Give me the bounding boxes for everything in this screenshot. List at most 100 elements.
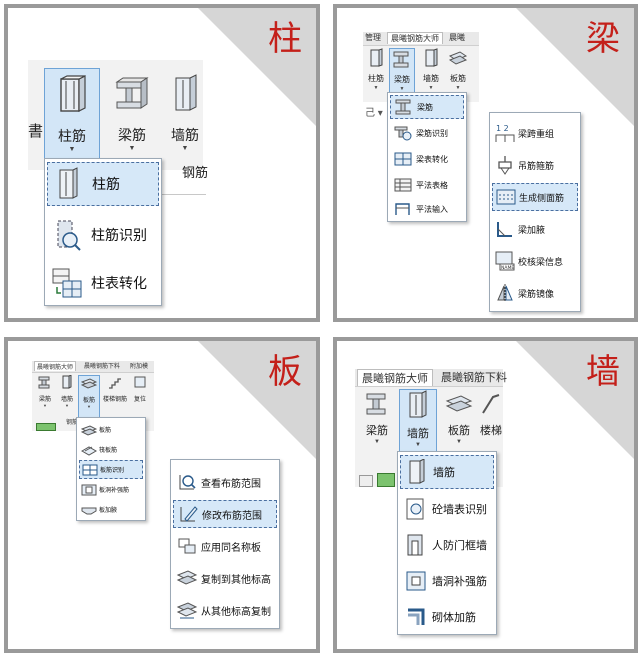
- menu-item-label: 梁筋: [417, 102, 433, 112]
- menu-item-label: 生成侧面筋: [519, 192, 565, 203]
- menu-item-column-rebar[interactable]: 柱筋: [47, 162, 159, 206]
- beam-recognition-icon: [390, 125, 416, 141]
- menu-item-pingfa-input[interactable]: 平法输入: [390, 197, 464, 221]
- menu-item-civil-defense-door-wall[interactable]: 人防门框墙: [400, 528, 494, 562]
- tab-manage[interactable]: 管理: [365, 33, 381, 42]
- menu-item-label: 人防门框墙: [432, 540, 487, 552]
- slab-recognition-icon: [80, 464, 100, 476]
- menu-item-slab-opening-reinforcement[interactable]: 板洞补强筋: [79, 480, 143, 499]
- menu-item-label: 梁筋识别: [416, 128, 448, 138]
- wall-rebar-button[interactable]: 墙筋 ▼: [419, 48, 443, 94]
- tab-chenxi-rebar-master[interactable]: 晨曦钢筋大师: [357, 369, 433, 386]
- menu-item-modify-range[interactable]: 修改布筋范围: [173, 500, 277, 528]
- corner-triangle: [198, 341, 316, 459]
- menu-item-label: 应用同名称板: [201, 542, 261, 554]
- menu-item-label: 板筋识别: [100, 468, 125, 474]
- tab-addon[interactable]: 附加模: [130, 364, 149, 370]
- tab-chenxi-rebar-cutting[interactable]: 晨曦钢筋下料: [441, 372, 507, 384]
- ribbon-tab-bar: 管理 晨曦钢筋大师 晨曦: [363, 32, 479, 46]
- dropdown-caret-icon: ▼: [87, 404, 91, 409]
- slab-icon: [79, 424, 99, 436]
- beam-rebar-button[interactable]: 梁筋 ▼: [389, 48, 415, 98]
- button-label: 梁筋: [38, 397, 51, 403]
- wall-icon: [425, 48, 438, 67]
- menu-item-label: 砼墙表识别: [432, 504, 487, 516]
- button-label: 墙筋: [407, 428, 429, 440]
- button-label: 板筋: [450, 74, 466, 83]
- button-label: 楼梯钢筋: [102, 397, 127, 403]
- reset-button[interactable]: 复位: [129, 375, 151, 415]
- dropdown-caret-icon: ▼: [456, 439, 462, 445]
- table-convert-icon: [390, 151, 416, 167]
- dropdown-caret-icon: ▼: [455, 85, 461, 91]
- dropdown-caret-icon: ▼: [373, 85, 379, 91]
- menu-item-beam-table-convert[interactable]: 梁表转化: [390, 147, 464, 171]
- button-label: 墙筋: [60, 397, 73, 403]
- menu-item-slab-recognition[interactable]: 板筋识别: [79, 460, 143, 479]
- beam-rebar-button[interactable]: 梁筋 ▼: [34, 375, 56, 415]
- opening-icon: [79, 484, 99, 496]
- corner-label: 梁: [586, 19, 620, 59]
- menu-item-check-beam-info[interactable]: NAME 校核梁信息: [492, 247, 578, 275]
- menu-item-concrete-wall-table-recognition[interactable]: 砼墙表识别: [400, 492, 494, 526]
- ribbon-left-char: 書: [28, 123, 44, 140]
- group-label: 钢筋: [182, 165, 209, 180]
- menu-item-generate-side-rebar[interactable]: 生成侧面筋: [492, 183, 578, 211]
- menu-item-beam-mirror[interactable]: 梁筋镜像: [492, 279, 578, 307]
- dropdown-caret-icon: ▼: [43, 403, 47, 408]
- dropdown-caret-icon: ▼: [374, 439, 380, 445]
- stair-button[interactable]: 楼梯: [477, 391, 505, 453]
- column-rebar-label: 柱筋: [58, 128, 86, 144]
- pingfa-table-icon: [390, 177, 416, 193]
- menu-item-copy-to-levels[interactable]: 复制到其他标高: [173, 564, 277, 592]
- menu-item-slab-haunch[interactable]: 板加腋: [79, 500, 143, 519]
- beam-dropdown-menu: 梁筋 梁筋识别 梁表转化 平法表格 平法输入: [387, 92, 467, 222]
- menu-item-pingfa-table[interactable]: 平法表格: [390, 173, 464, 197]
- menu-item-label: 吊筋箍筋: [518, 160, 555, 171]
- menu-item-masonry-reinforcement[interactable]: 砌体加筋: [400, 600, 494, 634]
- panel-slab: 板 晨曦钢筋大师 晨曦钢筋下料 附加模 梁筋 ▼ 墙筋 ▼ 板筋 ▼ 楼梯钢筋: [4, 337, 320, 653]
- wall-rebar-button[interactable]: 墙筋 ▼: [162, 68, 208, 160]
- column-rebar-button[interactable]: 柱筋 ▼: [365, 48, 387, 94]
- menu-item-label: 筏板筋: [99, 448, 118, 454]
- menu-item-label: 复制到其他标高: [201, 574, 271, 586]
- haunch-icon: [492, 219, 518, 239]
- menu-item-beam-rebar[interactable]: 梁筋: [390, 95, 464, 119]
- menu-item-label: 板加腋: [99, 508, 118, 514]
- menu-item-copy-from-levels[interactable]: 从其他标高复制: [173, 596, 277, 624]
- menu-item-beam-recognition[interactable]: 梁筋识别: [390, 121, 464, 145]
- slab-rebar-button[interactable]: 板筋 ▼: [78, 375, 100, 419]
- menu-item-column-recognition[interactable]: 柱筋识别: [47, 213, 159, 257]
- apply-same-name-icon: [173, 535, 201, 557]
- menu-item-span-regroup[interactable]: 1 2 梁跨重组: [492, 119, 578, 147]
- menu-item-hanger-stirrup[interactable]: 吊筋箍筋: [492, 151, 578, 179]
- dropdown-caret-icon: ▼: [68, 146, 76, 153]
- beam-rebar-button[interactable]: 梁筋 ▼: [359, 391, 395, 453]
- beam-rebar-button[interactable]: 梁筋 ▼: [106, 68, 158, 160]
- menu-item-view-range[interactable]: 查看布筋范围: [173, 468, 277, 496]
- column-rebar-button[interactable]: 柱筋 ▼: [44, 68, 100, 160]
- menu-item-wall-opening-reinforcement[interactable]: 墙洞补强筋: [400, 564, 494, 598]
- tab-chenxi-rebar-cutting[interactable]: 晨曦钢筋下料: [84, 364, 121, 370]
- slab-rebar-button[interactable]: 板筋 ▼: [441, 391, 477, 453]
- slab-icon: [445, 395, 473, 412]
- tab-chenxi-rebar-master[interactable]: 晨曦钢筋大师: [34, 361, 77, 371]
- button-label: 梁筋: [366, 425, 388, 437]
- menu-item-raft-rebar[interactable]: 筏板筋: [79, 440, 143, 459]
- stair-rebar-button[interactable]: 楼梯钢筋: [101, 375, 129, 415]
- menu-item-beam-haunch[interactable]: 梁加腋: [492, 215, 578, 243]
- corner-label: 柱: [268, 19, 302, 59]
- tab-chenxi[interactable]: 晨曦: [449, 33, 465, 42]
- wall-rebar-button[interactable]: 墙筋 ▼: [399, 389, 437, 455]
- menu-item-label: 修改布筋范围: [202, 510, 262, 522]
- wall-rebar-button[interactable]: 墙筋 ▼: [56, 374, 78, 415]
- dropdown-caret-icon: ▼: [399, 86, 405, 92]
- menu-item-wall-rebar[interactable]: 墙筋: [400, 455, 494, 489]
- menu-item-slab-rebar[interactable]: 板筋: [79, 420, 143, 439]
- door-frame-wall-icon: [400, 533, 432, 557]
- tab-chenxi-rebar-master[interactable]: 晨曦钢筋大师: [387, 32, 443, 44]
- menu-item-apply-same-name[interactable]: 应用同名称板: [173, 532, 277, 560]
- menu-item-column-table-convert[interactable]: 柱表转化: [47, 261, 159, 305]
- slab-rebar-button[interactable]: 板筋 ▼: [445, 48, 471, 94]
- wall-table-recognition-icon: [400, 497, 432, 521]
